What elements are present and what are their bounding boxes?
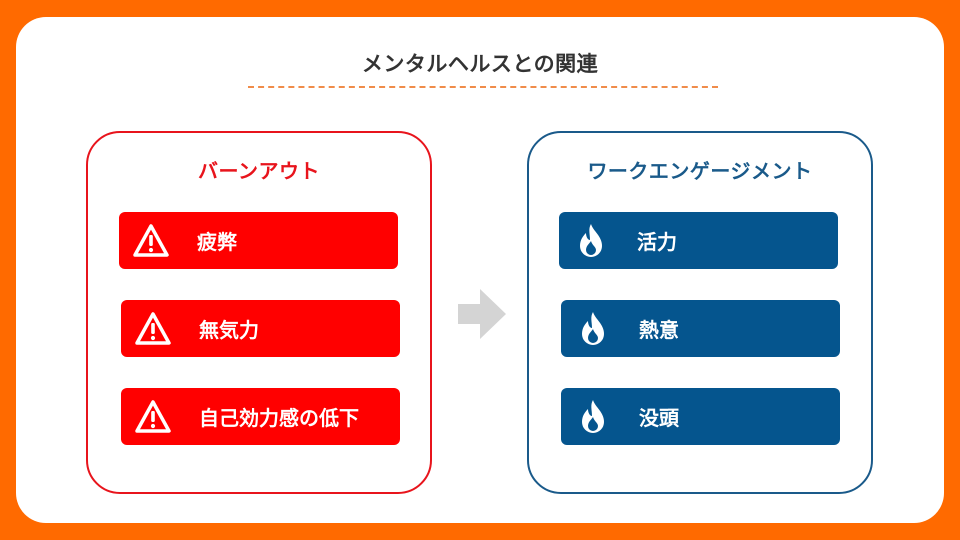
flame-icon	[580, 223, 602, 257]
burnout-item-label: 疲弊	[197, 230, 237, 254]
burnout-item-label: 無気力	[199, 318, 259, 342]
burnout-item-apathy: 無気力	[121, 300, 400, 357]
warning-icon	[133, 223, 169, 257]
burnout-panel: バーンアウト 疲弊 無気力 自己効力感の低下	[86, 131, 432, 494]
engagement-item-label: 熱意	[639, 318, 679, 342]
engagement-item-label: 活力	[637, 230, 677, 254]
burnout-item-exhaustion: 疲弊	[119, 212, 398, 269]
flame-icon	[582, 311, 604, 345]
burnout-heading: バーンアウト	[198, 159, 320, 183]
burnout-item-low-efficacy: 自己効力感の低下	[121, 388, 400, 445]
title-divider	[248, 86, 718, 88]
engagement-item-vigor: 活力	[559, 212, 838, 269]
engagement-item-label: 没頭	[639, 406, 679, 430]
warning-icon	[135, 399, 171, 433]
burnout-item-label: 自己効力感の低下	[199, 406, 359, 430]
engagement-panel: ワークエンゲージメント 活力 熱意 没頭	[527, 131, 873, 494]
engagement-item-dedication: 熱意	[561, 300, 840, 357]
flame-icon	[582, 399, 604, 433]
right-arrow-icon	[458, 289, 506, 339]
engagement-heading: ワークエンゲージメント	[587, 159, 813, 183]
slide-title: メンタルヘルスとの関連	[361, 52, 599, 76]
warning-icon	[135, 311, 171, 345]
engagement-item-absorption: 没頭	[561, 388, 840, 445]
